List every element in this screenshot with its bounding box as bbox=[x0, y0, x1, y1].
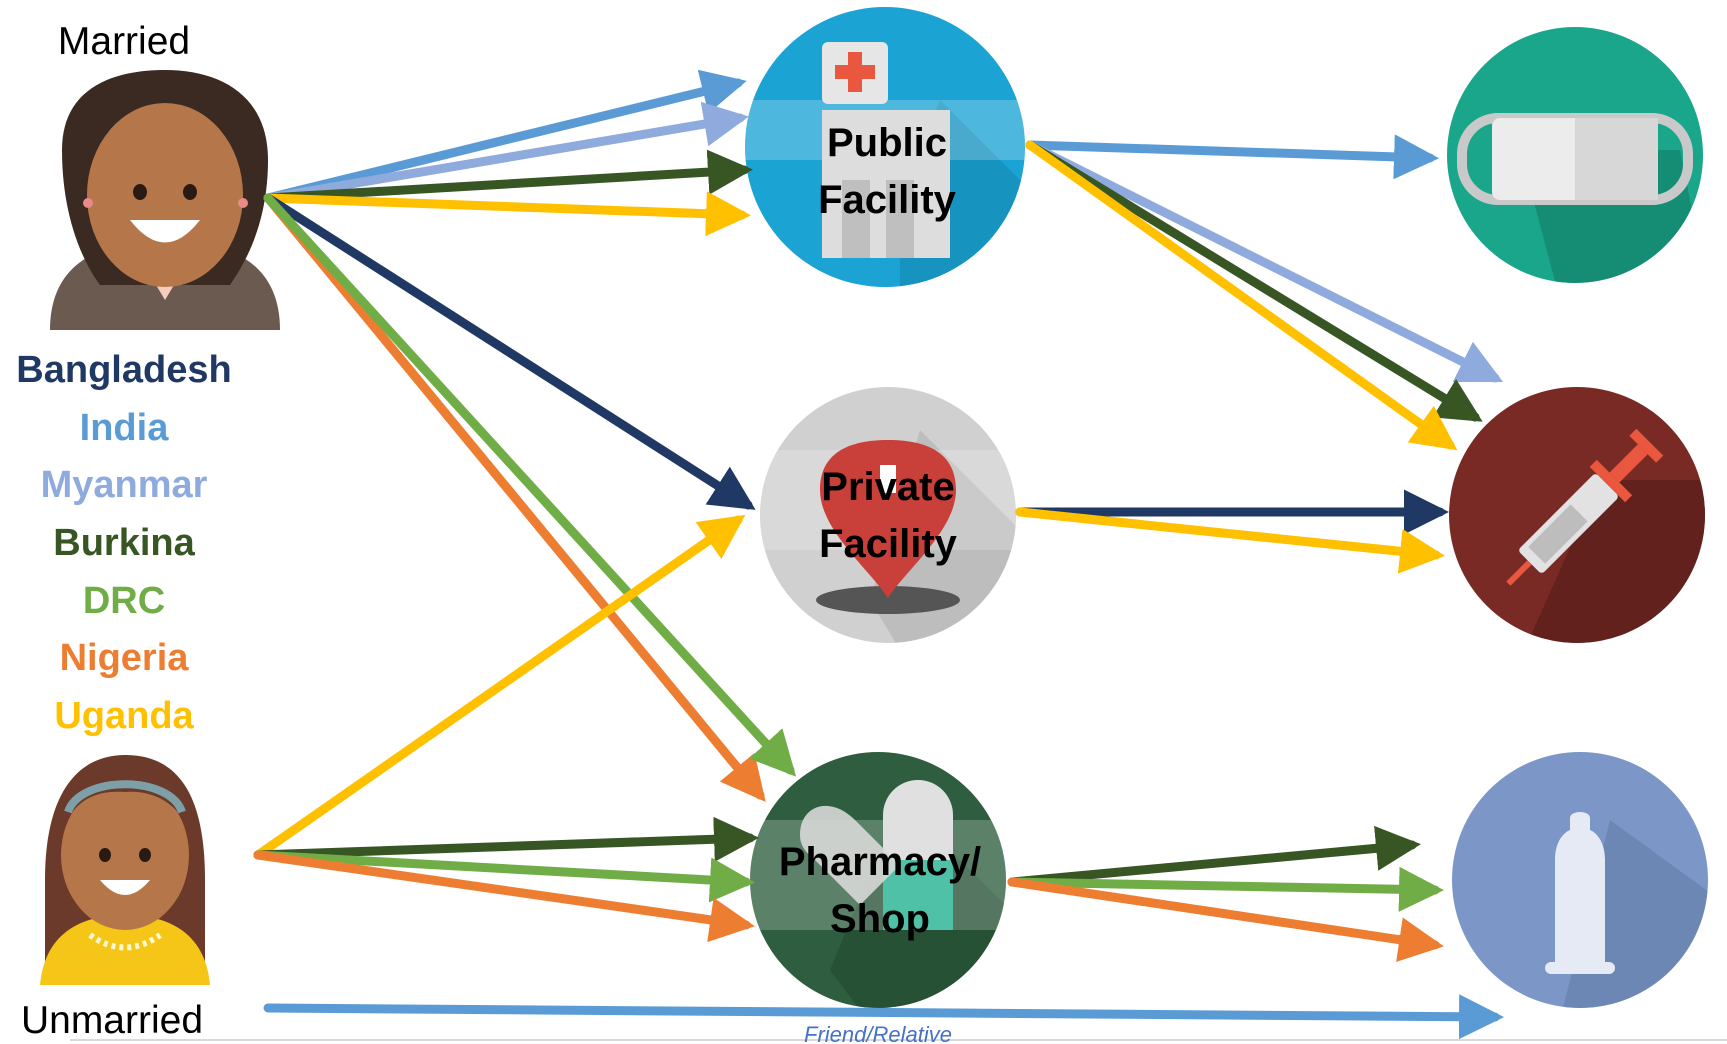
legend-uganda: Uganda bbox=[54, 695, 194, 737]
face-mask-method-node bbox=[1447, 27, 1703, 283]
arrow-india-friend-relative-condom bbox=[263, 994, 1504, 1040]
location-pin-icon bbox=[816, 440, 960, 614]
arrow-burkina-public-injectable bbox=[1025, 140, 1483, 422]
arrow-uganda-public-injectable bbox=[1025, 140, 1458, 451]
injectable-method-node bbox=[1449, 387, 1705, 643]
arrow-nigeria-pharmacy-condom bbox=[1007, 877, 1444, 962]
arrow-burkina-pharmacy-condom bbox=[1007, 825, 1421, 887]
arrow-drc-married-pharmacy bbox=[263, 193, 797, 777]
public-facility-label-1: Public bbox=[827, 121, 947, 165]
arrow-nigeria-married-pharmacy bbox=[263, 193, 766, 802]
arrow-burkina-married-public bbox=[263, 149, 753, 203]
hospital-icon bbox=[822, 42, 950, 258]
arrow-uganda-married-public bbox=[263, 191, 751, 237]
private-facility-node: Private Facility bbox=[760, 387, 1016, 643]
face-mask-icon bbox=[1457, 113, 1693, 205]
private-facility-label-2: Facility bbox=[819, 522, 958, 566]
condom-icon bbox=[1545, 812, 1615, 974]
pharmacy-shop-node: Pharmacy/ Shop bbox=[750, 752, 1006, 1008]
arrow-india-married-public bbox=[263, 69, 747, 203]
flow-arrows bbox=[253, 69, 1504, 1040]
arrow-drc-unmarried-pharmacy bbox=[253, 850, 755, 903]
legend-bangladesh: Bangladesh bbox=[16, 349, 231, 391]
pharmacy-label-1: Pharmacy/ bbox=[779, 840, 981, 884]
arrow-uganda-unmarried-private bbox=[253, 514, 746, 860]
pharmacy-label-2: Shop bbox=[830, 897, 930, 941]
arrow-drc-pharmacy-condom bbox=[1007, 866, 1444, 912]
pill-capsule-icon bbox=[800, 780, 953, 930]
public-facility-node: Public Facility bbox=[745, 7, 1025, 287]
arrow-bangladesh-married-private bbox=[263, 193, 756, 510]
private-facility-label-1: Private bbox=[821, 465, 954, 509]
country-legend: Bangladesh India Myanmar Burkina DRC Nig… bbox=[16, 349, 231, 737]
friend-relative-label: Friend/Relative bbox=[804, 1022, 952, 1044]
legend-nigeria: Nigeria bbox=[60, 637, 190, 679]
legend-drc: DRC bbox=[83, 580, 165, 622]
married-label: Married bbox=[58, 20, 190, 63]
arrow-myanmar-public-injectable bbox=[1025, 140, 1504, 383]
unmarried-label: Unmarried bbox=[21, 999, 203, 1042]
unmarried-woman-avatar bbox=[40, 755, 210, 985]
arrow-nigeria-unmarried-pharmacy bbox=[253, 850, 755, 943]
legend-myanmar: Myanmar bbox=[41, 464, 208, 506]
arrow-myanmar-married-public bbox=[263, 101, 749, 203]
syringe-icon bbox=[1506, 428, 1664, 586]
arrow-india-public-mask bbox=[1025, 134, 1439, 180]
legend-india: India bbox=[80, 407, 170, 449]
arrow-burkina-unmarried-pharmacy bbox=[253, 816, 759, 862]
condom-method-node bbox=[1452, 752, 1708, 1008]
legend-burkina: Burkina bbox=[53, 522, 195, 564]
married-woman-avatar bbox=[50, 70, 280, 330]
public-facility-label-2: Facility bbox=[818, 178, 957, 222]
arrow-uganda-private-injectable bbox=[1015, 507, 1445, 574]
